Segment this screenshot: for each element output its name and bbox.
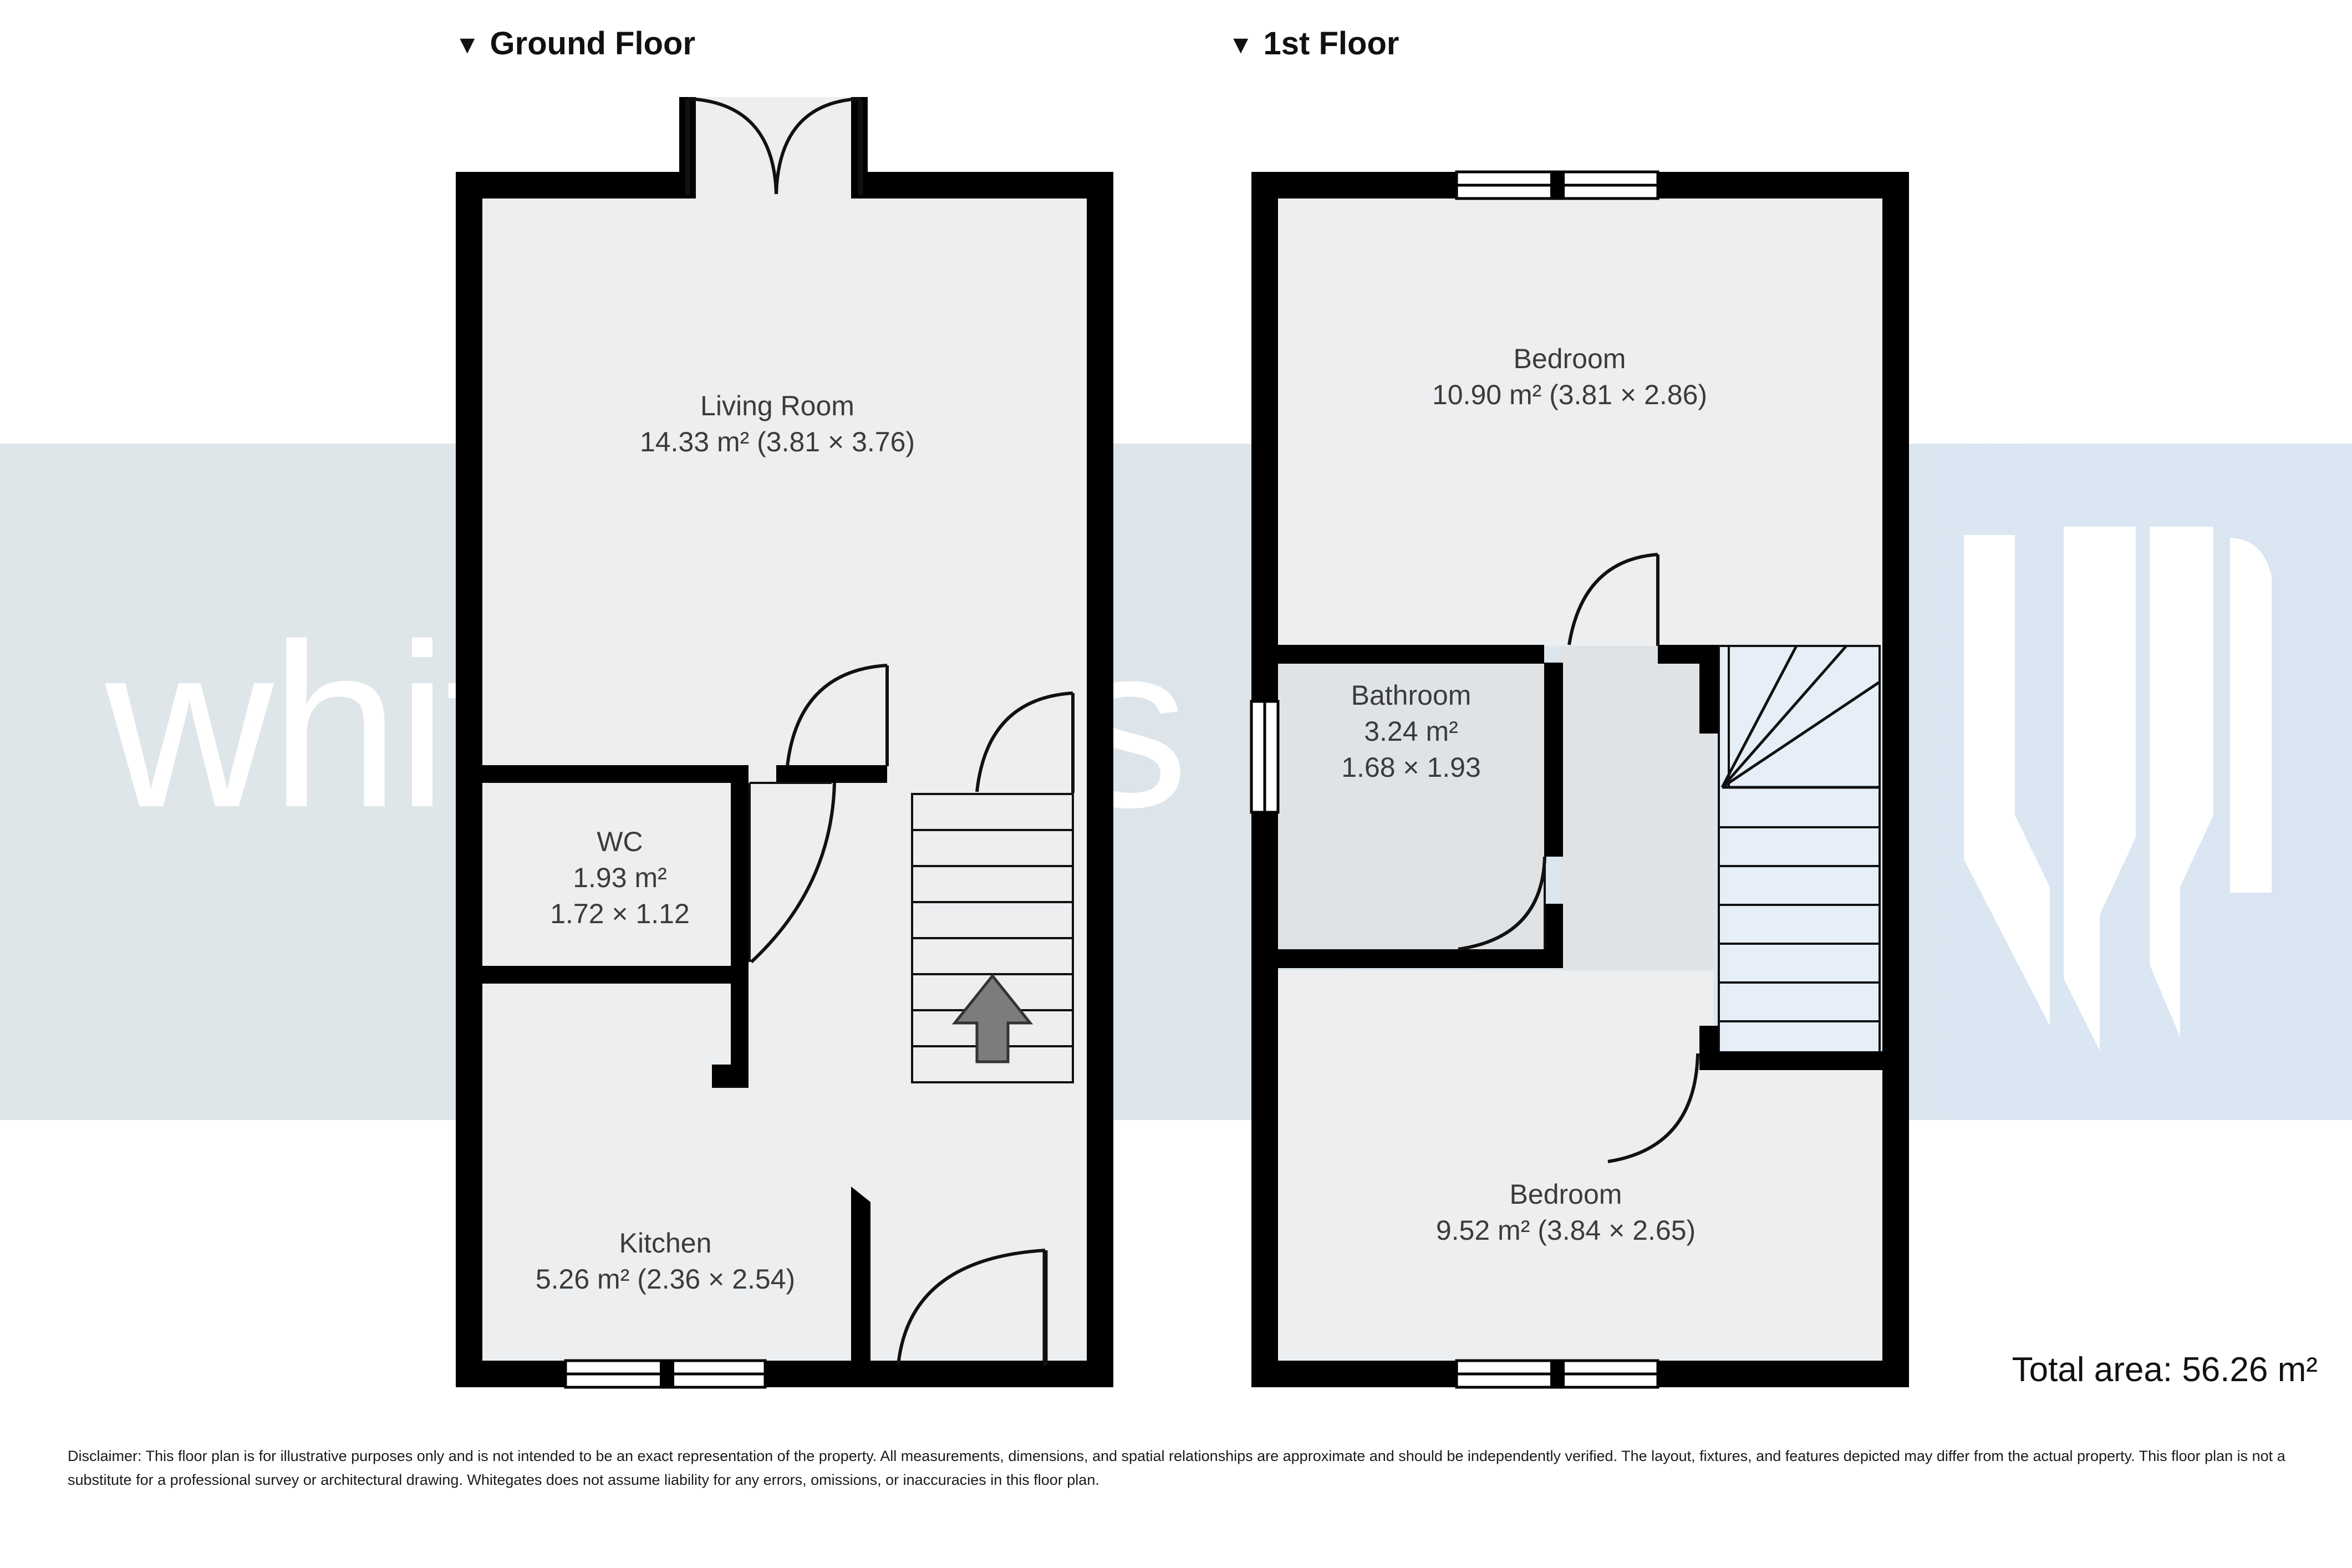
first-floor-stairs — [1718, 645, 1881, 1063]
room-label-living-room: Living Room 14.33 m² (3.81 × 3.76) — [640, 388, 915, 460]
wc-fill — [482, 779, 749, 968]
ground-floor-walls — [456, 97, 1113, 1387]
room-name: Living Room — [700, 390, 854, 421]
room-measurements: 9.52 m² (3.84 × 2.65) — [1435, 1215, 1696, 1246]
room-area: 1.93 m² — [573, 862, 667, 893]
ground-floor-heading: ▼ Ground Floor — [455, 25, 695, 62]
room-label-kitchen: Kitchen 5.26 m² (2.36 × 2.54) — [536, 1225, 795, 1297]
living-room-fill — [482, 186, 1087, 779]
room-label-bathroom: Bathroom 3.24 m² 1.68 × 1.93 — [1341, 678, 1481, 786]
ground-floor-stairs — [911, 793, 1074, 1083]
ground-floor-title-text: Ground Floor — [490, 26, 696, 62]
total-area-label: Total area: 56.26 m² — [2012, 1351, 2318, 1389]
ground-floor-plan — [456, 97, 1113, 1389]
room-label-wc: WC 1.93 m² 1.72 × 1.12 — [550, 824, 690, 932]
room-label-bedroom-1: Bedroom 10.90 m² (3.81 × 2.86) — [1432, 341, 1707, 413]
room-name: Bedroom — [1513, 343, 1626, 374]
ground-floor-doors — [685, 97, 1075, 1366]
bedroom1-fill — [1278, 186, 1882, 646]
room-measurements: 10.90 m² (3.81 × 2.86) — [1432, 379, 1708, 410]
first-floor-walls — [1251, 172, 1909, 1387]
room-name: WC — [597, 826, 643, 857]
room-name: Bathroom — [1351, 680, 1472, 711]
room-label-bedroom-2: Bedroom 9.52 m² (3.84 × 2.65) — [1436, 1177, 1696, 1249]
room-dimensions: 1.72 × 1.12 — [550, 898, 690, 929]
first-floor-heading: ▼ 1st Floor — [1228, 25, 1399, 62]
room-dimensions: 1.68 × 1.93 — [1341, 752, 1481, 783]
first-floor-doors — [1458, 553, 1699, 1163]
room-measurements: 5.26 m² (2.36 × 2.54) — [535, 1264, 796, 1295]
room-name: Bedroom — [1509, 1179, 1622, 1210]
chevron-down-icon: ▼ — [1228, 30, 1254, 59]
ground-floor-windows — [564, 1359, 767, 1389]
first-floor-title-text: 1st Floor — [1263, 26, 1399, 62]
room-measurements: 14.33 m² (3.81 × 3.76) — [639, 426, 915, 457]
whitegates-w-logo-icon — [1964, 527, 2272, 1051]
first-floor-plan — [1250, 170, 1909, 1389]
bathroom-fill — [1278, 663, 1544, 951]
stair-direction-up-arrow-icon — [951, 973, 1034, 1063]
room-area: 3.24 m² — [1364, 716, 1458, 747]
chevron-down-icon: ▼ — [455, 30, 480, 59]
first-floor-windows — [1250, 170, 1659, 1389]
room-name: Kitchen — [619, 1228, 712, 1259]
disclaimer-text: Disclaimer: This floor plan is for illus… — [68, 1448, 2285, 1488]
